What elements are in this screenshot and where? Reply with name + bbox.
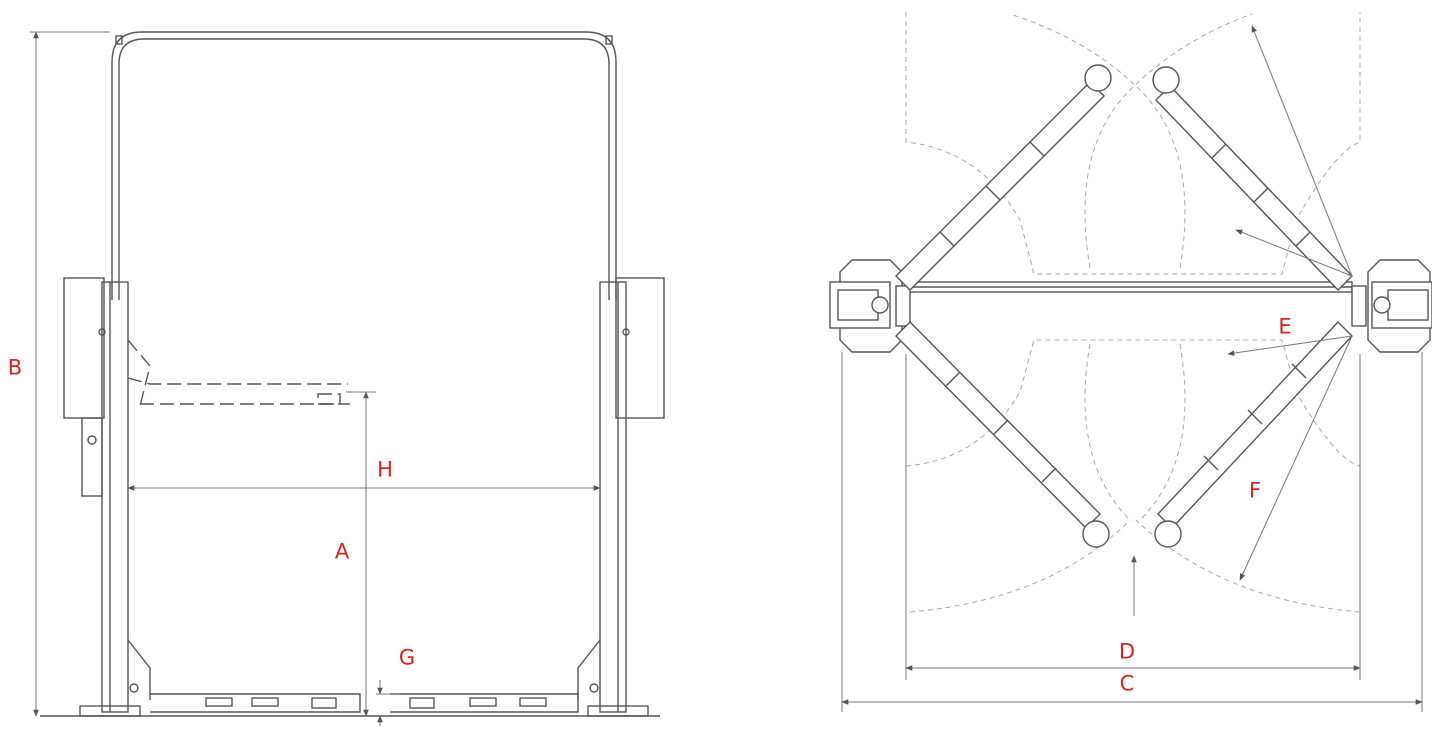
label-D: D (1118, 639, 1136, 664)
motor-unit (81, 417, 103, 497)
overhead-bar (111, 31, 617, 300)
label-F: F (1248, 478, 1262, 503)
arm-front-right (1155, 84, 1353, 292)
front-elevation-view (40, 31, 665, 717)
label-B: B (7, 355, 23, 380)
right-column (587, 277, 665, 717)
base-crossbeam (885, 281, 1353, 293)
power-unit-box (63, 277, 105, 419)
overhead-bar-inner (118, 38, 610, 300)
left-column-top (829, 259, 911, 353)
left-column (63, 277, 141, 717)
top-view (829, 12, 1432, 712)
top-view-dimensions (841, 25, 1423, 712)
overhead-bolt-left (115, 35, 123, 45)
label-H: H (377, 457, 393, 482)
label-A: A (334, 539, 350, 564)
raised-lift-arm (127, 339, 350, 407)
front-dimensions (30, 31, 601, 726)
arm-rear-left (895, 321, 1101, 529)
dimension-F-line (1239, 335, 1353, 581)
overhead-bolt-right (605, 35, 613, 45)
right-column-top (1351, 259, 1432, 353)
control-box (615, 277, 665, 419)
dimension-E-line (1227, 335, 1353, 356)
lift-arms-top (895, 64, 1353, 548)
label-C: C (1119, 671, 1135, 696)
arm-front-left (895, 81, 1105, 291)
label-E: E (1278, 314, 1292, 339)
arm-swing-envelopes (905, 12, 1361, 613)
lowered-lift-arms (127, 639, 601, 713)
arm-rear-right (1157, 320, 1353, 530)
label-G: G (398, 645, 416, 670)
